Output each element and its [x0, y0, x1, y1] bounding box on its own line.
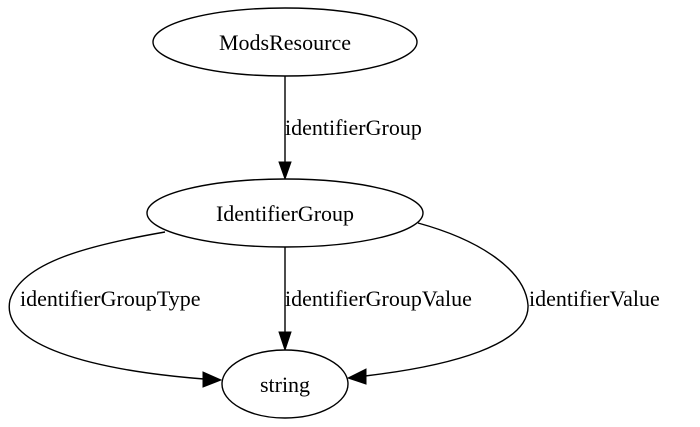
edge-identifier-value-line — [364, 222, 529, 377]
mods-resource-label: ModsResource — [219, 30, 351, 55]
string-label: string — [260, 372, 310, 397]
string-ellipse — [221, 349, 349, 419]
edge-identifier-value: identifierValue — [346, 222, 660, 385]
edge-identifier-value-label: identifierValue — [529, 286, 660, 311]
identifier-group-label: IdentifierGroup — [216, 201, 354, 226]
edge-identifier-group-label: identifierGroup — [285, 115, 422, 140]
edge-identifier-group-type-label: identifierGroupType — [20, 286, 201, 311]
node-string[interactable]: string — [221, 349, 349, 419]
edge-identifier-group-type-line — [8, 231, 205, 380]
edge-identifier-group: identifierGroup — [278, 76, 422, 181]
edge-identifier-group-arrowhead — [278, 161, 292, 181]
edge-identifier-group-value-arrowhead — [278, 331, 292, 352]
edge-identifier-group-type: identifierGroupType — [8, 231, 223, 388]
node-identifier-group[interactable]: IdentifierGroup — [146, 178, 424, 248]
edge-identifier-group-value-label: identifierGroupValue — [285, 286, 472, 311]
edge-identifier-value-arrowhead — [346, 368, 367, 385]
edge-identifier-group-type-arrowhead — [202, 371, 223, 388]
node-mods-resource[interactable]: ModsResource — [152, 7, 418, 77]
edge-identifier-group-value: identifierGroupValue — [278, 247, 472, 352]
